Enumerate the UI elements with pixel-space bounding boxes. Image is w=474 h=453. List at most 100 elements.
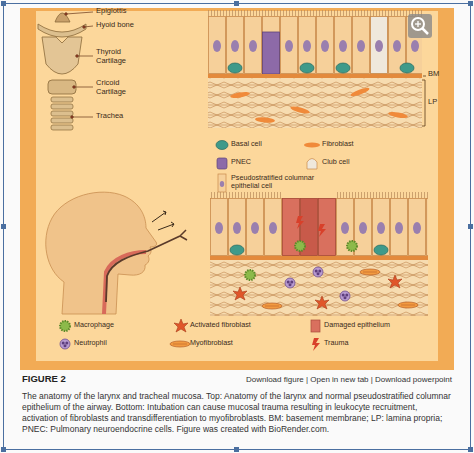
selection-frame: [4, 4, 471, 450]
legend-icon: [60, 339, 70, 349]
figure-caption: The anatomy of the larynx and tracheal m…: [22, 391, 454, 435]
normal-epithelium: [350, 86, 371, 98]
damaged-epithelium: [262, 303, 282, 309]
damaged-epithelium: [347, 241, 357, 251]
normal-epithelium: [290, 105, 311, 115]
damaged-epithelium: [318, 224, 326, 237]
damaged-epithelium: [388, 275, 402, 288]
leader-line: [66, 12, 93, 14]
head-illustration: [106, 236, 180, 302]
leader-line: [83, 26, 86, 29]
selection-frame: [234, 1, 239, 6]
damaged-epithelium: [210, 192, 428, 198]
damaged-epithelium: [374, 245, 388, 255]
legend-icon: [312, 338, 320, 351]
normal-epithelium: [388, 111, 409, 119]
zoom-icon: [412, 18, 424, 30]
damaged-epithelium: [398, 302, 418, 308]
normal-epithelium: [228, 63, 242, 73]
damaged-epithelium: [315, 296, 329, 309]
damaged-epithelium: [210, 192, 428, 316]
leader-line: [74, 87, 93, 88]
legend-label: Activated fibroblast: [190, 321, 308, 329]
legend-icon: [220, 181, 224, 187]
selection-frame: [468, 1, 473, 6]
damaged-epithelium: [245, 270, 255, 280]
leader-line: [77, 56, 93, 57]
selection-frame: [1, 1, 6, 6]
normal-epithelium: [208, 74, 422, 78]
larynx-illustration: [42, 37, 82, 74]
head-illustration: [152, 211, 166, 222]
legend-icon: [217, 158, 227, 169]
damaged-epithelium: [295, 241, 305, 251]
larynx-illustration: [38, 24, 86, 37]
legend-label: Fibroblast: [322, 140, 412, 148]
damaged-epithelium: [360, 269, 380, 275]
legend-label: PNEC: [231, 158, 301, 166]
damaged-epithelium: [296, 216, 304, 229]
normal-epithelium: [208, 10, 422, 128]
leader-line: [65, 12, 93, 118]
leader-line: [71, 116, 74, 119]
normal-epithelium: [208, 78, 422, 128]
selection-frame: [1, 447, 6, 452]
head-illustration: [180, 230, 187, 240]
layer-label: BM: [428, 70, 439, 79]
legend-label: Trauma: [324, 339, 430, 347]
selection-frame: [468, 447, 473, 452]
damaged-epithelium: [210, 260, 428, 316]
normal-epithelium: [230, 91, 251, 99]
selection-frame: [234, 447, 239, 452]
leader-line: [65, 13, 68, 16]
legend-icon: [311, 320, 320, 332]
legend-icon: [174, 319, 188, 332]
anatomy-label: Thyroid Cartilage: [96, 48, 142, 65]
head-illustration: [46, 192, 187, 314]
leader-line: [73, 86, 76, 89]
layer-bracket: [422, 76, 426, 126]
zoom-icon: [417, 21, 418, 27]
layer-bracket: [422, 80, 425, 126]
legend-label: Neutrophil: [74, 339, 174, 347]
damaged-epithelium: [210, 198, 428, 256]
selection-frame: [1, 224, 6, 229]
leader-line: [76, 55, 79, 58]
anatomy-label: Hyoid bone: [96, 21, 148, 30]
legend-label: Club cell: [322, 158, 412, 166]
normal-epithelium: [208, 16, 422, 74]
layer-label: LP: [428, 98, 437, 107]
damaged-epithelium: [230, 245, 244, 255]
zoom-icon: [408, 14, 432, 38]
figure-panel: [36, 11, 438, 361]
head-illustration: [158, 222, 174, 230]
zoom-icon: [423, 29, 429, 35]
legend-icon: [216, 141, 228, 150]
normal-epithelium: [375, 40, 383, 52]
legend-label: Macrophage: [74, 321, 174, 329]
damaged-epithelium: [285, 278, 295, 288]
larynx-illustration: [51, 125, 73, 130]
damaged-epithelium: [282, 192, 336, 198]
legend-icon: [170, 341, 190, 347]
legend-icon: [60, 321, 70, 331]
figure-panel: [20, 8, 454, 370]
zoom-icon: [408, 14, 432, 38]
larynx-illustration: [55, 13, 70, 22]
normal-epithelium: [208, 10, 422, 16]
head-illustration: [104, 252, 146, 314]
anatomy-label: Trachea: [96, 112, 146, 121]
legend-label: Pseudostratified columnar epithelial cel…: [231, 174, 339, 191]
larynx-illustration: [51, 111, 73, 116]
larynx-illustration: [51, 104, 73, 109]
damaged-epithelium: [340, 291, 350, 301]
normal-epithelium: [371, 17, 388, 74]
legend-icon: [307, 159, 317, 170]
legend-label: Basal cell: [231, 140, 311, 148]
legend-icon: [218, 174, 226, 192]
damaged-epithelium: [210, 256, 428, 260]
damaged-epithelium: [233, 287, 247, 300]
